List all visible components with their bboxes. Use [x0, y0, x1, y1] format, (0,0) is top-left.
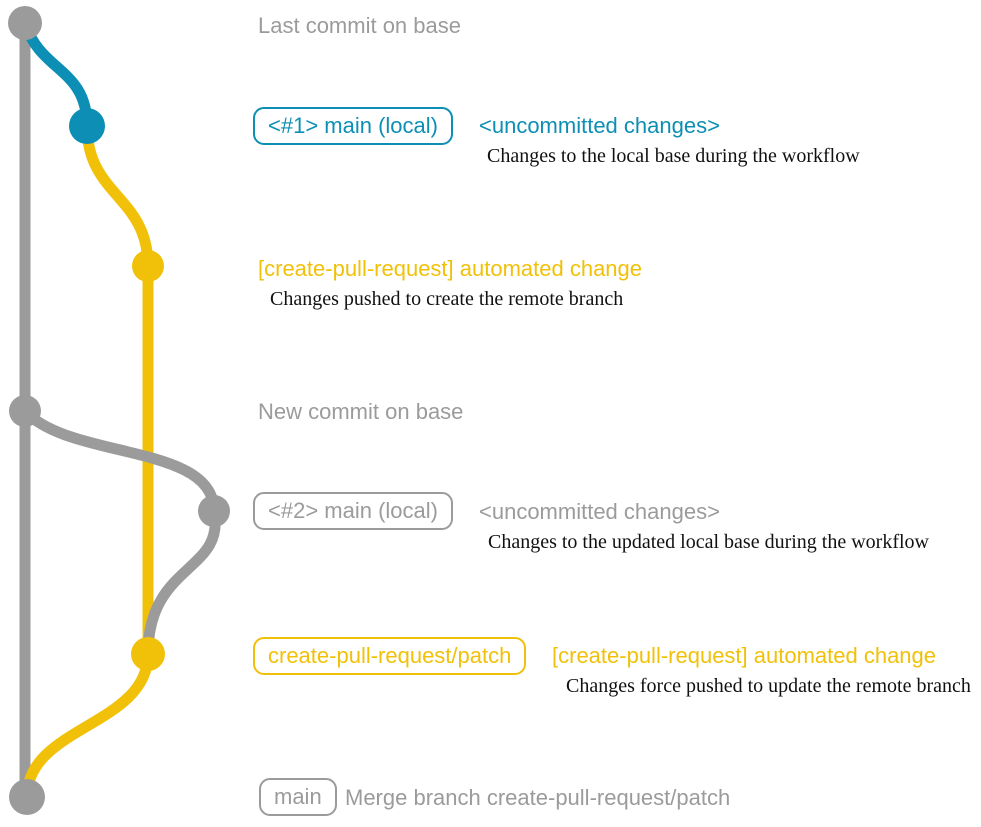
commit-message-merge: Merge branch create-pull-request/patch	[345, 785, 731, 810]
commit-dot-force-push	[131, 637, 165, 671]
commit-dot-new-base	[9, 395, 41, 427]
commit-dot-last-base	[8, 6, 42, 40]
commit-message-uncommitted-1: <uncommitted changes>	[479, 113, 720, 138]
local-main-branch-line-2	[19, 405, 221, 660]
annotation-uncommitted-2: Changes to the updated local base during…	[488, 531, 929, 553]
commit-dot-uncommitted-2	[198, 495, 230, 527]
commit-dot-uncommitted-1	[69, 108, 105, 144]
branch-tag-main-local-1: <#1> main (local)	[253, 107, 453, 145]
commit-message-last-base: Last commit on base	[258, 13, 461, 38]
annotation-uncommitted-1: Changes to the local base during the wor…	[487, 145, 860, 167]
annotation-automated-push: Changes pushed to create the remote bran…	[270, 288, 624, 310]
commit-dot-automated-push	[132, 250, 164, 282]
branch-tag-patch: create-pull-request/patch	[253, 637, 527, 675]
branch-tag-main: main	[259, 778, 337, 816]
commit-message-force-push: [create-pull-request] automated change	[552, 643, 937, 668]
branch-tag-main-local-2: <#2> main (local)	[253, 492, 453, 530]
annotation-force-push: Changes force pushed to update the remot…	[566, 675, 971, 697]
commit-message-automated-push: [create-pull-request] automated change	[258, 256, 643, 281]
commit-message-uncommitted-2: <uncommitted changes>	[479, 499, 720, 524]
patch-branch-line	[21, 120, 154, 803]
commit-dot-merge	[9, 779, 45, 815]
commit-message-new-base: New commit on base	[258, 399, 464, 424]
local-main-branch-line-1	[19, 17, 93, 132]
